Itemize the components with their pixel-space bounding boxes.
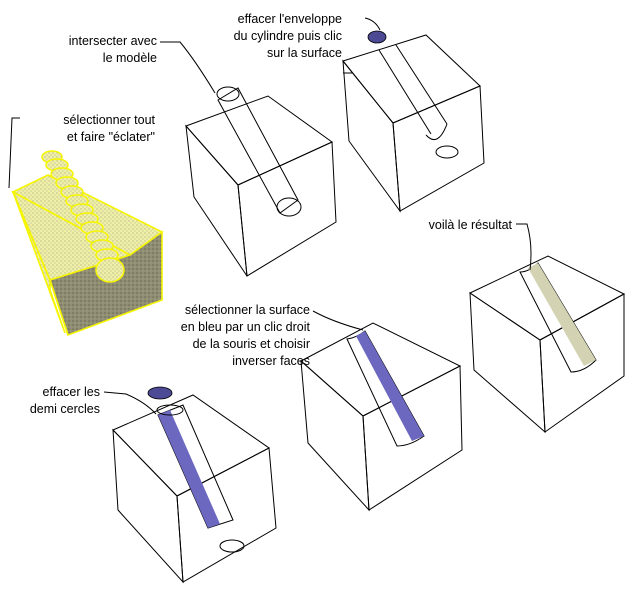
selected-block xyxy=(11,150,164,337)
caption-line: le modèle xyxy=(103,51,157,65)
blue-groove xyxy=(346,330,425,447)
block-step2 xyxy=(185,86,337,277)
cylinder-shape xyxy=(216,86,302,217)
block-step3 xyxy=(342,30,485,213)
caption-line: intersecter avec xyxy=(69,34,157,48)
block-step5 xyxy=(300,322,463,512)
blue-disc xyxy=(147,386,173,400)
caption-line: effacer les xyxy=(43,385,100,399)
caption-line: en bleu par un clic droit xyxy=(181,320,311,334)
caption-step6: voilà le résultat xyxy=(429,218,513,232)
caption-line: de la souris et choisir xyxy=(193,337,310,351)
caption-line: effacer l'enveloppe xyxy=(238,12,342,26)
caption-line: sur la surface xyxy=(267,46,342,60)
leader-lines xyxy=(8,17,532,415)
blue-cylinder xyxy=(156,404,234,529)
caption-line: voilà le résultat xyxy=(429,218,513,232)
caption-step5: sélectionner la surface en bleu par un c… xyxy=(181,303,311,368)
caption-step4: effacer les demi cercles xyxy=(30,385,100,416)
caption-line: demi cercles xyxy=(30,402,100,416)
block-step4 xyxy=(112,386,277,584)
caption-line: sélectionner tout xyxy=(63,113,155,127)
caption-line: sélectionner la surface xyxy=(185,303,310,317)
caption-line: du cylindre puis clic xyxy=(234,29,342,43)
caption-step2: intersecter avec le modèle xyxy=(69,34,157,65)
caption-line: et faire "éclater" xyxy=(67,130,155,144)
final-groove xyxy=(519,262,597,373)
caption-step1: sélectionner tout et faire "éclater" xyxy=(63,113,155,144)
caption-step3: effacer l'enveloppe du cylindre puis cli… xyxy=(234,12,342,60)
caption-line: inverser faces xyxy=(232,354,310,368)
threaded-cylinder xyxy=(41,150,125,283)
block-step6 xyxy=(468,255,626,434)
blue-disc xyxy=(367,30,387,44)
